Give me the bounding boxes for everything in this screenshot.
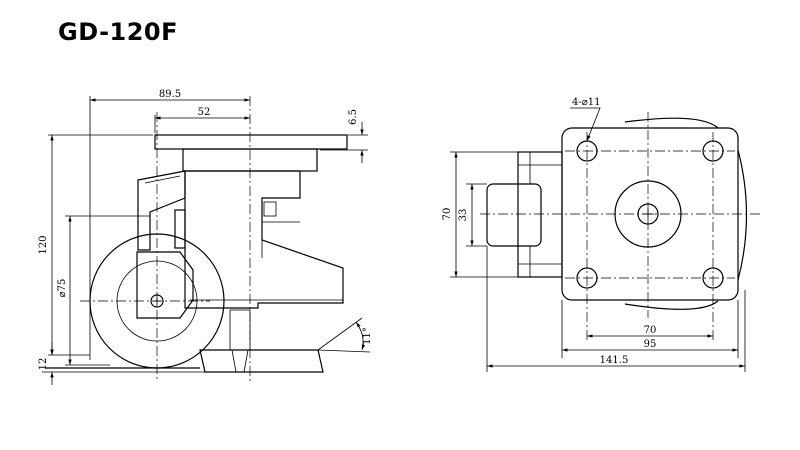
dim-hole-spacing: 70 — [644, 325, 657, 336]
mounting-plate — [154, 134, 348, 150]
dim-height-inner: 33 — [458, 209, 469, 222]
dim-tilt-angle: 11° — [362, 327, 373, 345]
dim-height-total: 120 — [38, 235, 49, 254]
dim-height-outer: 70 — [442, 208, 453, 221]
dim-width-offset: 52 — [198, 107, 211, 118]
dim-total-width: 141.5 — [600, 355, 629, 366]
wheel-top — [486, 183, 542, 247]
swivel-arm — [137, 170, 186, 251]
set-screw — [263, 201, 277, 217]
dim-bottom-offset: 12 — [38, 358, 49, 371]
dim-wheel-diameter: ⌀75 — [57, 279, 68, 298]
fork-plate — [136, 251, 194, 319]
housing — [184, 170, 344, 309]
caster-body — [517, 151, 563, 278]
dim-arc-tilt — [355, 321, 366, 351]
dim-width-total: 89.5 — [159, 89, 181, 100]
wheel-edge — [737, 149, 748, 281]
hole-leader — [570, 107, 601, 142]
leveling-pad — [199, 349, 324, 373]
dim-hole-spec: 4-⌀11 — [572, 97, 601, 108]
top-view: 4-⌀11 70 33 70 95 141.5 — [442, 97, 760, 372]
model-title: GD-120F — [58, 18, 179, 46]
dim-plate-width: 95 — [644, 339, 657, 350]
side-view: 89.5 52 6.5 120 ⌀75 12 11° — [38, 89, 373, 385]
dim-plate-thickness: 6.5 — [348, 109, 359, 125]
adjust-post — [174, 209, 186, 249]
